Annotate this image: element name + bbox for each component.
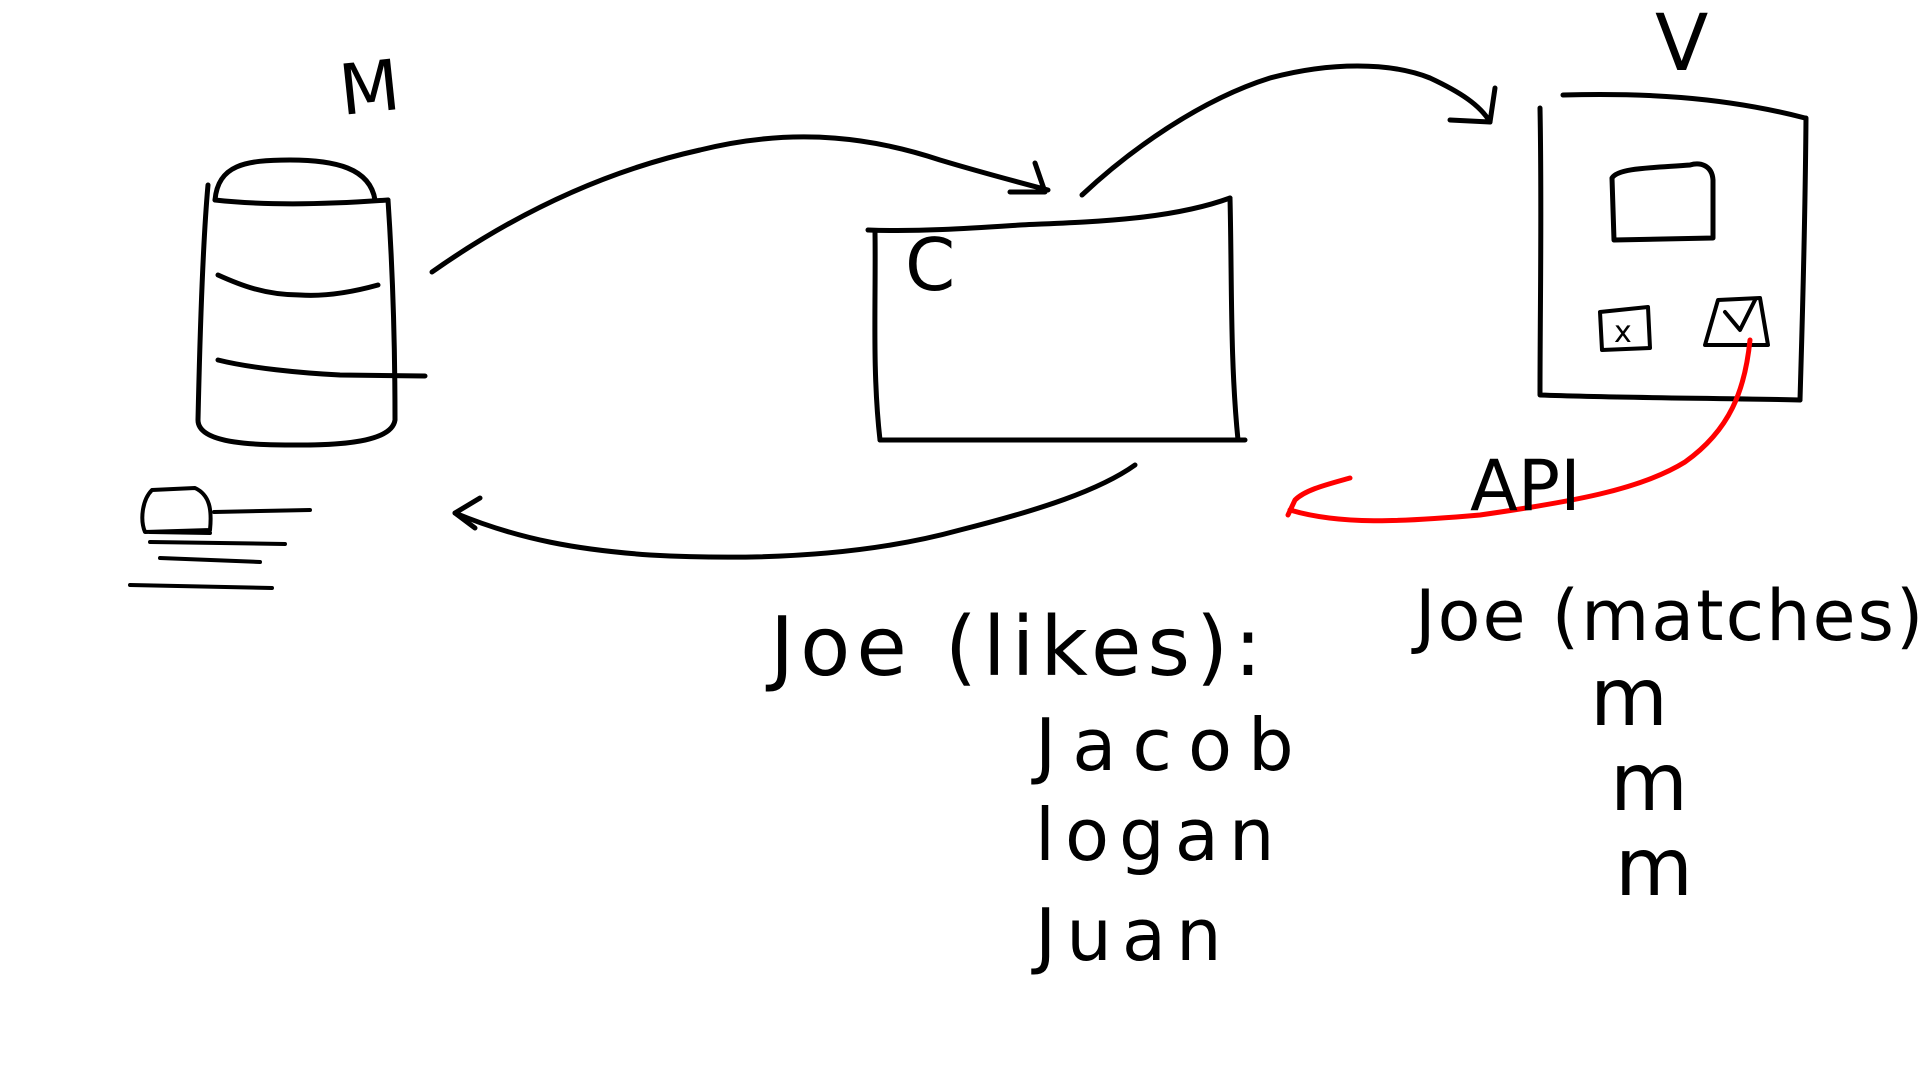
model-database-icon xyxy=(195,157,428,448)
view-photo-placeholder-icon xyxy=(1609,161,1716,243)
model-label: M xyxy=(335,44,404,132)
api-arrow xyxy=(1285,337,1753,524)
controller-label: C xyxy=(905,223,955,307)
controller-box xyxy=(865,195,1248,443)
model-to-controller-arrow xyxy=(429,134,1051,275)
view-device xyxy=(1537,91,1809,403)
likes-item: Juan xyxy=(1031,893,1232,977)
likes-list: Jacob logan Juan xyxy=(1031,703,1310,977)
matches-item: m xyxy=(1610,736,1688,829)
controller-to-model-arrow xyxy=(452,462,1138,560)
matches-item: m xyxy=(1615,821,1693,914)
api-label: API xyxy=(1470,445,1581,527)
likes-title: Joe (likes): xyxy=(765,600,1268,695)
controller-to-view-arrow xyxy=(1079,63,1498,198)
matches-list: m m m xyxy=(1590,651,1693,914)
model-profile-card-icon xyxy=(128,486,312,590)
view-reject-x-icon[interactable]: x xyxy=(1598,305,1652,352)
matches-title: Joe (matches) xyxy=(1411,575,1920,657)
view-label: V xyxy=(1655,0,1708,89)
likes-item: Jacob xyxy=(1031,703,1310,787)
likes-item: logan xyxy=(1035,793,1285,877)
matches-item: m xyxy=(1590,651,1668,744)
view-accept-check-icon[interactable] xyxy=(1703,296,1770,347)
reject-x-glyph: x xyxy=(1614,315,1632,350)
